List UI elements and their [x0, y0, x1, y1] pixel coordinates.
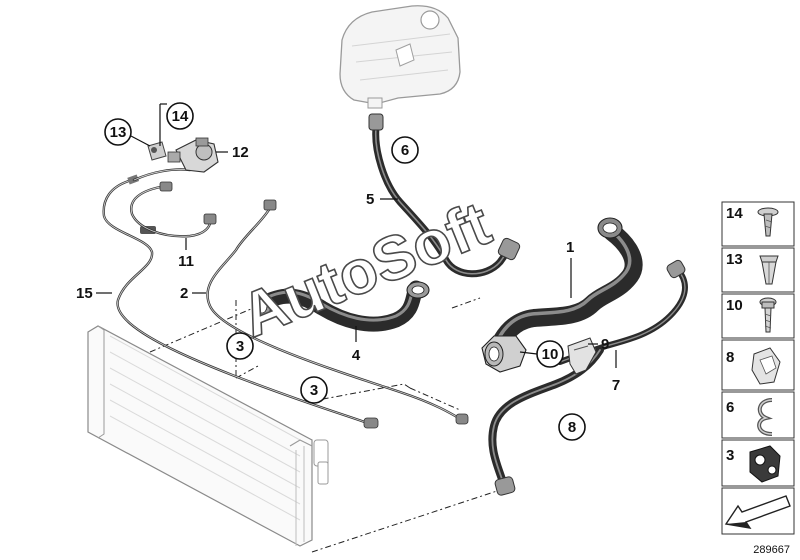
callout-11: 11 — [178, 238, 194, 270]
pipe-2 — [206, 199, 469, 425]
callout-4: 4 — [352, 326, 361, 364]
callout-3-lower-label: 3 — [310, 382, 318, 399]
callout-1: 1 — [566, 239, 574, 298]
callout-6: 6 — [391, 136, 419, 164]
legend-row-13: 13 — [721, 247, 795, 293]
legend-row-8: 8 — [721, 339, 795, 391]
hose-1 — [493, 217, 643, 349]
diagram-id: 289667 — [753, 544, 790, 556]
assembly-reference-lines — [149, 297, 501, 553]
callout-15-label: 15 — [76, 285, 93, 302]
legend-row-14: 14 — [721, 201, 795, 247]
callout-12: 12 — [216, 144, 249, 161]
legend-row-arrow — [721, 487, 795, 535]
callout-8: 8 — [558, 413, 586, 441]
callout-5-label: 5 — [366, 191, 374, 208]
electric-coolant-valve — [167, 137, 219, 173]
callout-12-label: 12 — [232, 144, 249, 161]
callout-9-label: 9 — [601, 336, 609, 353]
callout-13-label: 13 — [110, 124, 127, 141]
push-rivet-icon — [757, 207, 779, 237]
legend-row-13-label: 13 — [726, 251, 743, 268]
callouts: 13 14 12 6 5 11 15 — [76, 102, 620, 441]
callout-9: 9 — [588, 336, 609, 353]
thermostat-housing — [481, 335, 527, 373]
spring-clamp-icon — [757, 398, 773, 436]
callout-6-label: 6 — [401, 142, 409, 159]
callout-8-label: 8 — [568, 419, 576, 436]
hose-clip-icon — [751, 347, 781, 385]
pipe-holder-icon — [749, 445, 781, 483]
callout-3-upper-label: 3 — [236, 338, 244, 355]
callout-7: 7 — [612, 350, 620, 394]
parts-legend: 14 13 10 — [721, 201, 795, 535]
callout-11-label: 11 — [178, 253, 194, 270]
legend-row-8-label: 8 — [726, 349, 734, 366]
legend-row-10-label: 10 — [726, 297, 743, 314]
callout-2-label: 2 — [180, 285, 188, 302]
legend-row-6-label: 6 — [726, 399, 734, 416]
callout-5: 5 — [366, 191, 398, 208]
bolt-icon — [759, 297, 777, 333]
valve-bracket — [147, 141, 167, 161]
callout-15: 15 — [76, 285, 112, 302]
legend-row-3: 3 — [721, 439, 795, 487]
expansion-tank — [339, 5, 461, 109]
callout-10-label: 10 — [542, 346, 559, 363]
callout-7-label: 7 — [612, 377, 620, 394]
callout-3-upper: 3 — [226, 332, 254, 360]
legend-row-10: 10 — [721, 293, 795, 339]
radiator — [87, 325, 329, 547]
callout-2: 2 — [180, 285, 206, 302]
callout-1-label: 1 — [566, 239, 574, 256]
callout-14-label: 14 — [172, 108, 189, 125]
bracket-9 — [567, 337, 597, 375]
legend-row-6: 6 — [721, 391, 795, 439]
callout-13: 13 — [104, 118, 151, 147]
hose-4 — [252, 280, 430, 332]
pipe-upper-link — [132, 168, 192, 182]
pipe-11 — [130, 181, 217, 238]
callout-14: 14 — [159, 102, 194, 146]
callout-4-label: 4 — [352, 347, 361, 364]
callout-10: 10 — [519, 340, 564, 368]
callout-3-lower: 3 — [300, 376, 328, 404]
legend-row-3-label: 3 — [726, 447, 734, 464]
legend-row-14-label: 14 — [726, 205, 743, 222]
expanding-nut-icon — [759, 255, 779, 285]
arrow-icon — [724, 495, 791, 529]
hose-5 — [368, 113, 521, 278]
